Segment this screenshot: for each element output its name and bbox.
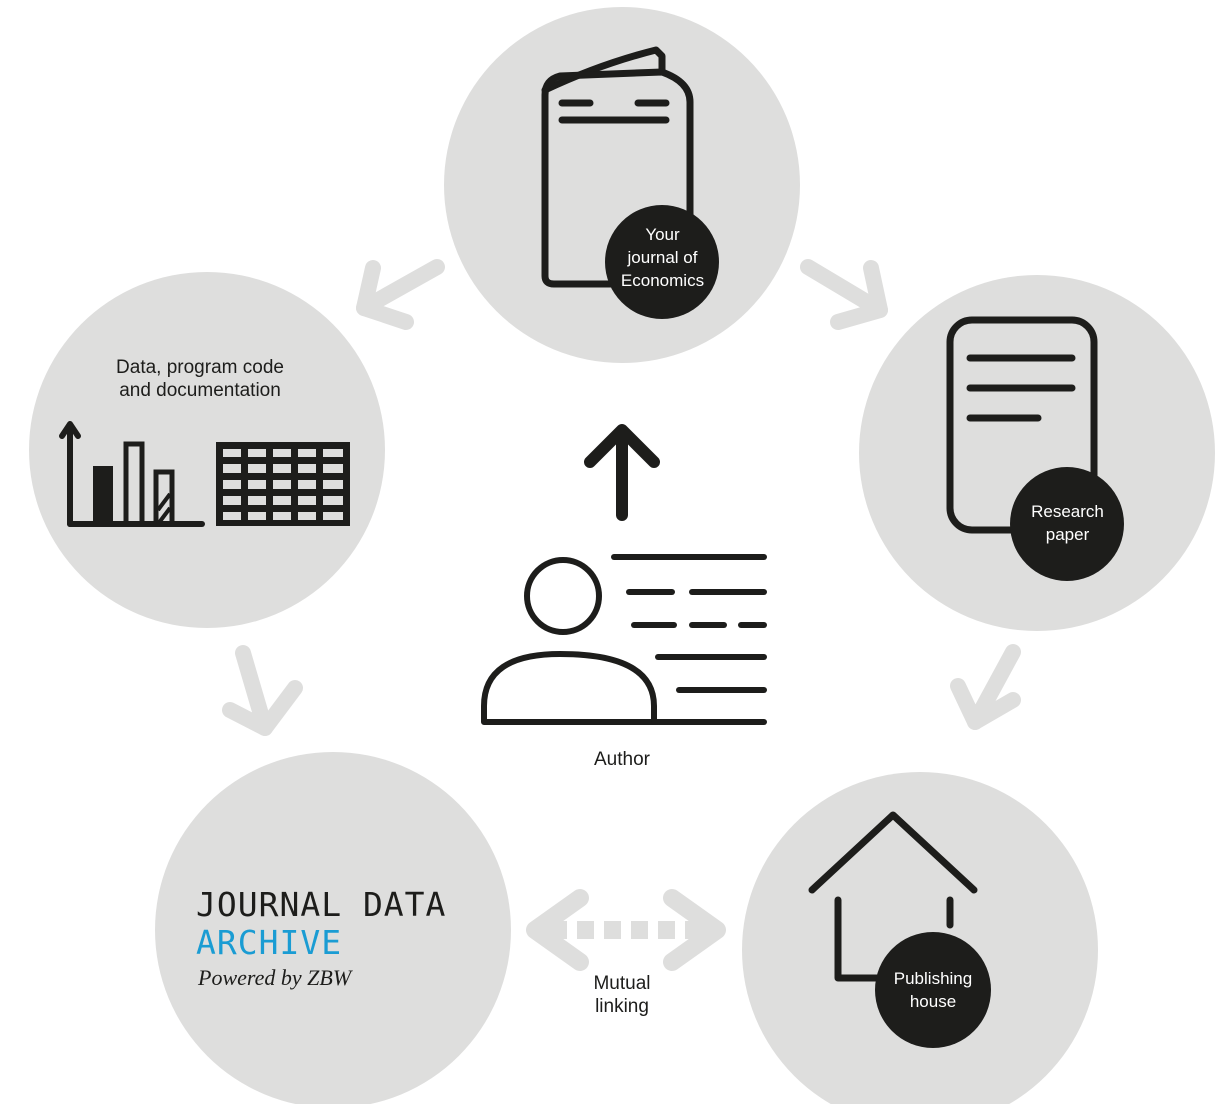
research-badge (1010, 467, 1124, 581)
arrow-research-to-publishing (950, 644, 1021, 730)
mutual-linking-label: Mutual linking (593, 973, 651, 1017)
journal-badge (605, 205, 719, 319)
data-circle (29, 272, 385, 628)
publishing-badge (875, 932, 991, 1048)
research-label: Research paper (1031, 502, 1104, 544)
author-label: Author (594, 749, 650, 770)
flow-arrows (222, 259, 1021, 736)
archive-circle (155, 752, 511, 1104)
arrow-journal-to-data (356, 259, 445, 330)
table-grid-cells (223, 449, 343, 520)
research-paper-icon (946, 316, 1098, 534)
author-icon (481, 554, 767, 725)
research-circle (859, 275, 1215, 631)
bar-chart-icon (59, 421, 205, 527)
table-grid-icon (216, 442, 350, 526)
data-label: Data, program code and documentation (116, 357, 284, 401)
house-icon (808, 811, 978, 982)
journal-booklet-icon (541, 46, 694, 288)
up-arrow-icon (584, 424, 660, 521)
arrow-journal-to-research (800, 259, 888, 330)
archive-logo-line1: JOURNAL DATA (196, 885, 447, 924)
mutual-linking-arrow (526, 889, 726, 971)
publishing-label: Publishing house (893, 969, 973, 1011)
journal-label: Your journal of Economics (620, 225, 705, 290)
archive-logo-line2: ARCHIVE (196, 923, 343, 962)
archive-logo-tagline: Powered by ZBW (198, 965, 352, 990)
arrow-data-to-archive (222, 645, 303, 736)
